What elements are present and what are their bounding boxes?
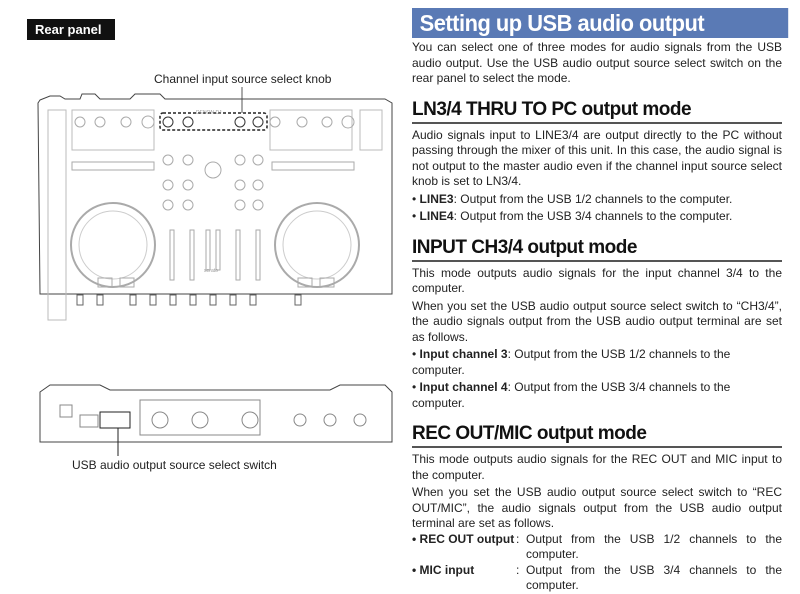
bullet-item: • LINE3: Output from the USB 1/2 channel…	[412, 191, 733, 206]
rear-panel-badge: Rear panel	[27, 19, 115, 40]
usb-switch-callout: USB audio output source select switch	[72, 458, 277, 472]
bullet-table: • REC OUT output:Output from the USB 1/2…	[412, 531, 782, 593]
bullet-item: • Input channel 3: Output from the USB 1…	[412, 347, 731, 377]
section-body-2: When you set the USB audio output source…	[412, 298, 782, 344]
section-body: This mode outputs audio signals for the …	[412, 452, 782, 482]
section-heading-ln34: LN3/4 THRU TO PC output mode	[412, 99, 782, 124]
section-body: This mode outputs audio signals for the …	[412, 265, 782, 296]
bullet-text: Output from the USB 3/4 channels to the …	[526, 562, 782, 593]
controller-illustration: DENON DJ serato	[37, 87, 393, 456]
section-heading-recout-mic: REC OUT/MIC output mode	[412, 423, 782, 448]
section-body: Audio signals input to LINE3/4 are outpu…	[412, 127, 782, 189]
usb-output-switch	[99, 411, 131, 429]
brand-logo: DENON DJ	[196, 110, 222, 116]
bullet-item: • LINE4: Output from the USB 3/4 channel…	[412, 209, 733, 223]
intro-text: You can select one of three modes for au…	[412, 40, 782, 85]
usb-output-section: Setting up USB audio output You can sele…	[412, 8, 789, 594]
channel-input-knob-callout: Channel input source select knob	[154, 72, 332, 86]
section-heading-ch34: INPUT CH3/4 output mode	[412, 237, 782, 262]
bullet-text: Output from the USB 1/2 channels to the …	[526, 531, 782, 562]
knob-highlight-box	[159, 112, 268, 131]
serato-logo: serato	[204, 268, 218, 274]
section-body-2: When you set the USB audio output source…	[412, 485, 782, 530]
bullet-label: • MIC input	[412, 562, 475, 577]
bullet-item: • Input channel 4: Output from the USB 3…	[412, 380, 731, 410]
page-title: Setting up USB audio output	[412, 8, 789, 38]
bullet-label: • REC OUT output	[412, 531, 515, 546]
